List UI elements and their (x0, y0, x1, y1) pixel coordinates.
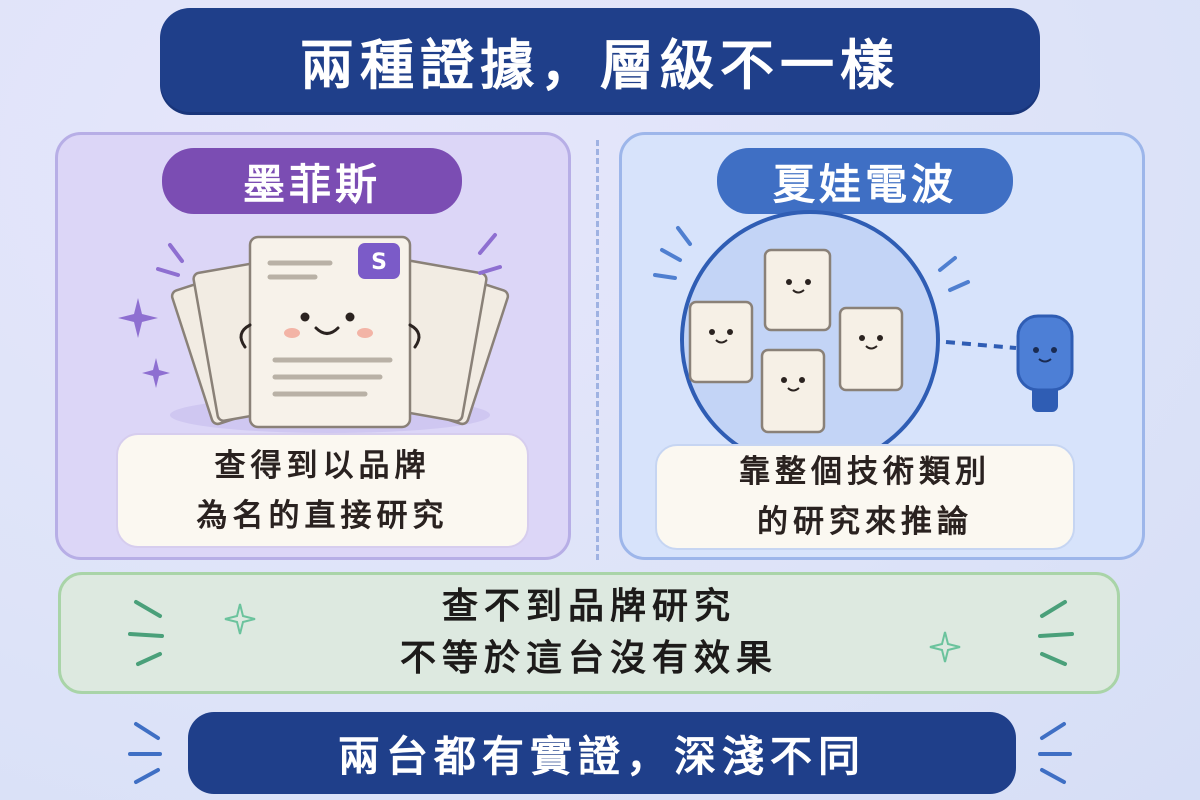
right-caption-line2: 的研究來推論 (757, 504, 973, 540)
right-label-pill: 夏娃電波 (717, 148, 1013, 214)
document-stack-illustration: S (170, 235, 510, 433)
motion-lines-icon (156, 233, 502, 277)
note-line1: 查不到品牌研究 (441, 586, 736, 627)
title-banner: 兩種證據，層級不一樣 (160, 8, 1040, 112)
brand-badge-text: S (371, 250, 387, 275)
left-label-pill: 墨菲斯 (162, 148, 462, 214)
device-icon (1016, 314, 1074, 412)
center-divider (596, 140, 599, 560)
left-caption-line1: 查得到以品牌 (214, 447, 431, 484)
conclusion-text: 兩台都有實證，深淺不同 (337, 731, 866, 781)
conclusion-motion-lines-icon (128, 722, 1072, 784)
smiley-face-icon (284, 312, 373, 338)
conclusion-banner: 兩台都有實證，深淺不同 (188, 712, 1016, 794)
left-label: 墨菲斯 (242, 159, 381, 209)
note-line2: 不等於這台沒有效果 (399, 638, 778, 679)
left-caption-line2: 為名的直接研究 (196, 497, 449, 534)
page-title: 兩種證據，層級不一樣 (300, 33, 900, 97)
right-label: 夏娃電波 (772, 159, 957, 209)
document-cluster-icon (688, 248, 904, 434)
right-caption-line1: 靠整個技術類別 (739, 454, 991, 490)
note-sparkle-icon (128, 600, 1074, 666)
left-caption: 查得到以品牌 為名的直接研究 (116, 433, 529, 548)
technology-category-illustration (653, 210, 1074, 470)
note-box: 查不到品牌研究 不等於這台沒有效果 (58, 572, 1120, 694)
sparkle-icon (118, 298, 170, 388)
right-caption: 靠整個技術類別 的研究來推論 (655, 444, 1075, 550)
